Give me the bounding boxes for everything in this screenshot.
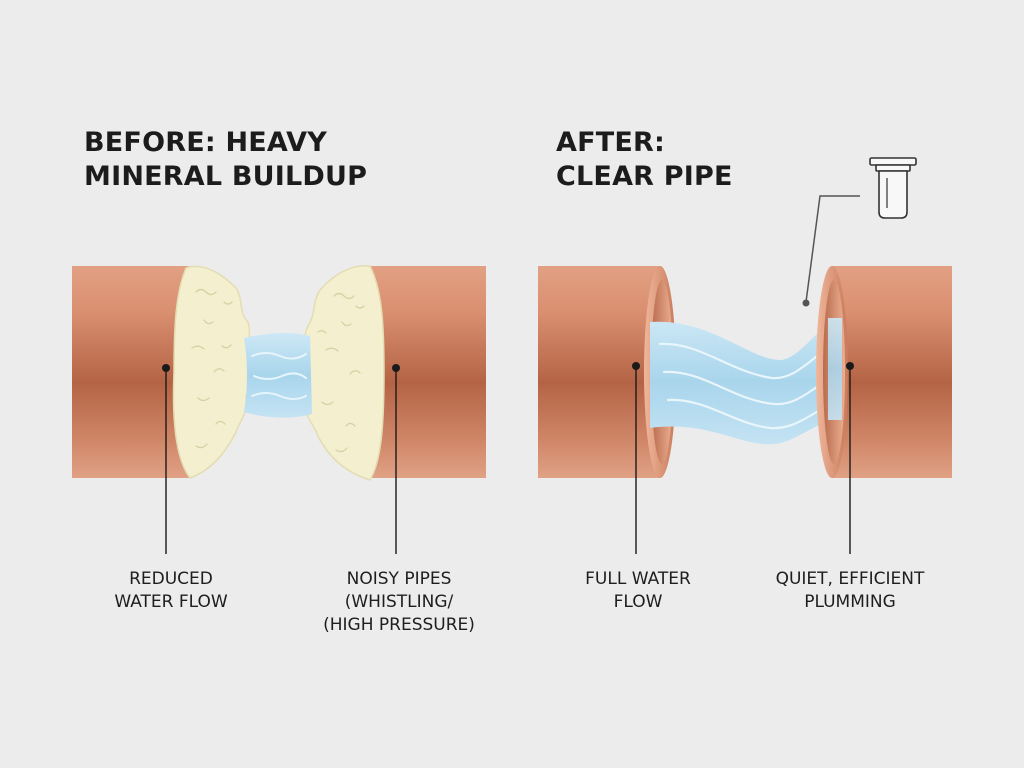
callout-line-reduced: [162, 364, 170, 554]
callout-line-full: [632, 362, 640, 554]
heading-before: BEFORE: HEAVY MINERAL BUILDUP: [84, 126, 367, 194]
mineral-buildup-right: [301, 265, 385, 481]
callout-reduced-line2: WATER FLOW: [114, 592, 228, 612]
restricted-water-flow: [244, 332, 312, 418]
callout-quiet-line2: PLUMMING: [804, 592, 896, 612]
mineral-buildup-left: [172, 265, 251, 479]
callout-quiet-line1: QUIET, EFFICIENT: [775, 569, 925, 589]
water-filter-icon: [869, 157, 917, 219]
before-left-pipe: [72, 266, 202, 478]
full-water-flow: [650, 318, 842, 445]
callout-noisy-line2: (WHISTLING/: [344, 592, 454, 612]
heading-after-line2: CLEAR PIPE: [556, 161, 733, 192]
callout-noisy-line3: (HIGH PRESSURE): [323, 615, 475, 635]
callout-noisy-pipes: NOISY PIPES (WHISTLING/ (HIGH PRESSURE): [289, 568, 509, 637]
callout-full-line2: FLOW: [613, 592, 663, 612]
heading-before-line2: MINERAL BUILDUP: [84, 161, 368, 192]
callout-noisy-line1: NOISY PIPES: [346, 569, 452, 589]
after-right-pipe: [816, 266, 952, 478]
heading-after-line1: AFTER:: [556, 127, 665, 158]
callout-line-quiet: [846, 362, 854, 554]
heading-before-line1: BEFORE: HEAVY: [84, 127, 328, 158]
callout-full-line1: FULL WATER: [585, 569, 691, 589]
callout-reduced-line1: REDUCED: [129, 569, 213, 589]
callout-quiet-plumbing: QUIET, EFFICIENT PLUMMING: [740, 568, 960, 614]
filter-connector: [802, 195, 860, 307]
before-right-pipe: [358, 266, 486, 478]
callout-line-noisy: [392, 364, 400, 554]
callout-full-water-flow: FULL WATER FLOW: [528, 568, 748, 614]
callout-reduced-water-flow: REDUCED WATER FLOW: [61, 568, 281, 614]
heading-after: AFTER: CLEAR PIPE: [556, 126, 733, 194]
